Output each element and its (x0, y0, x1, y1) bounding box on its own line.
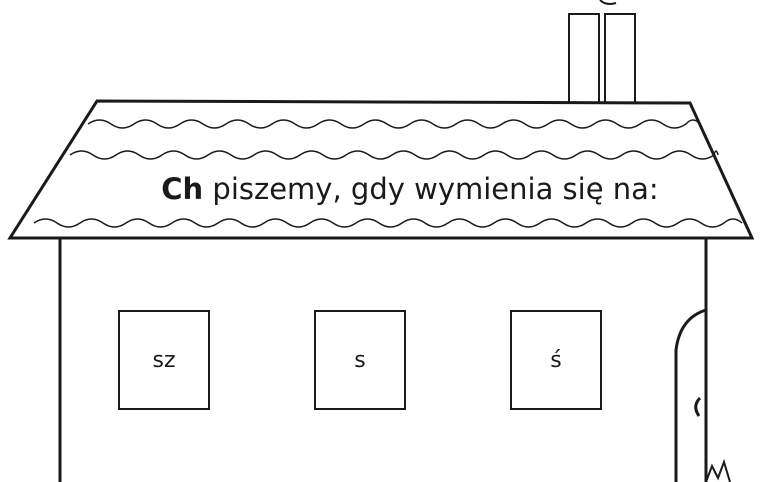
roof (7, 99, 755, 240)
window-label: sz (152, 347, 176, 373)
window-label: s (354, 347, 366, 373)
door (674, 307, 708, 482)
window-s: s (314, 310, 406, 410)
roof-title: Ch piszemy, gdy wymienia się na: (0, 172, 760, 206)
window-s-acute: ś (510, 310, 602, 410)
door-plant (705, 458, 731, 482)
roof-title-text: piszemy, gdy wymienia się na: (203, 172, 659, 206)
roof-title-bold: Ch (161, 172, 204, 206)
roof-tiles (33, 119, 743, 228)
window-sz: sz (118, 310, 210, 410)
door-handle (694, 396, 702, 417)
chimney (568, 13, 636, 107)
window-label: ś (550, 347, 562, 373)
smoke-curl (599, 0, 617, 5)
